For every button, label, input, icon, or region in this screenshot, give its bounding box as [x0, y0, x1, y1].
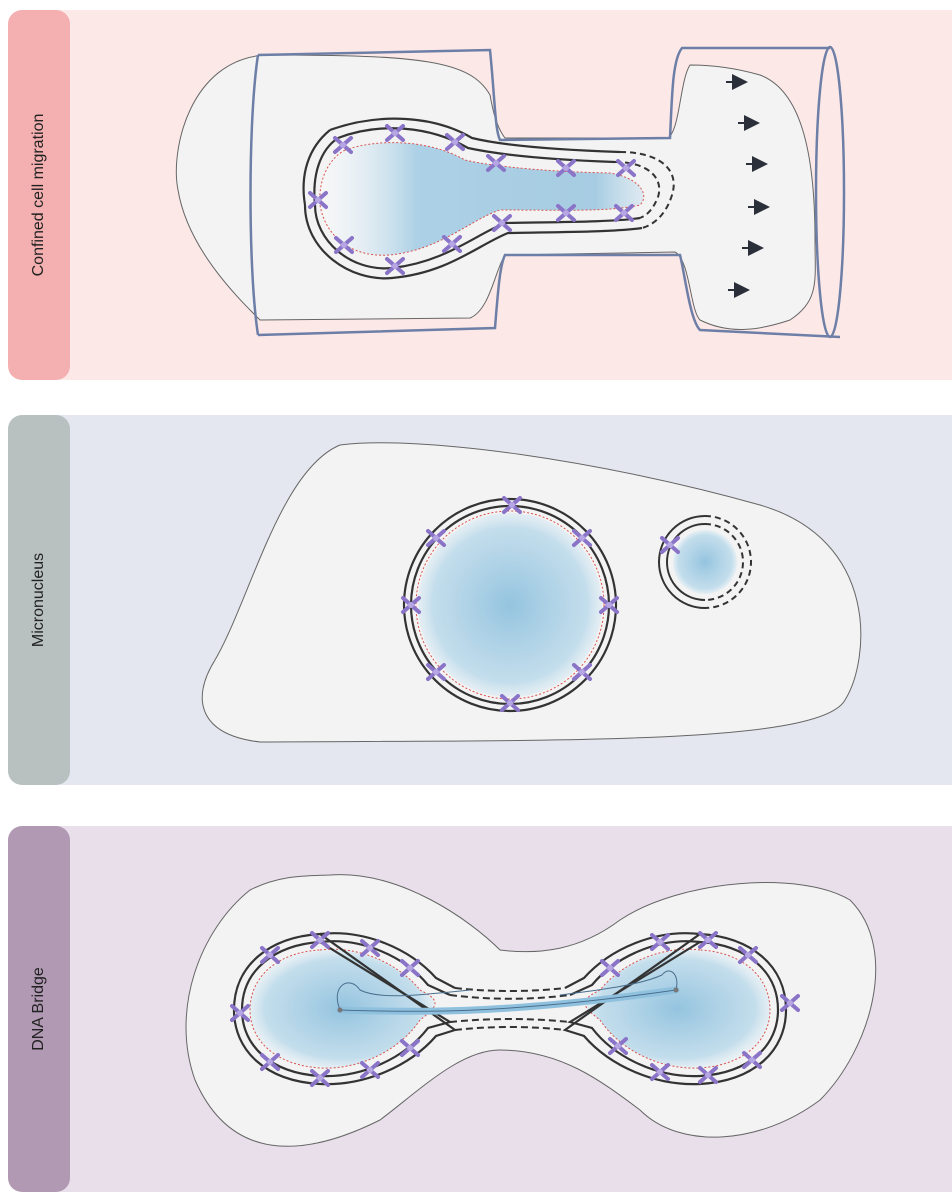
main-nucleus-chromatin	[418, 513, 602, 697]
confined-migration-illustration	[176, 47, 844, 337]
micronucleus-illustration	[202, 443, 861, 742]
micronucleus-chromatin	[673, 530, 737, 594]
dna-bridge-illustration	[186, 875, 876, 1147]
